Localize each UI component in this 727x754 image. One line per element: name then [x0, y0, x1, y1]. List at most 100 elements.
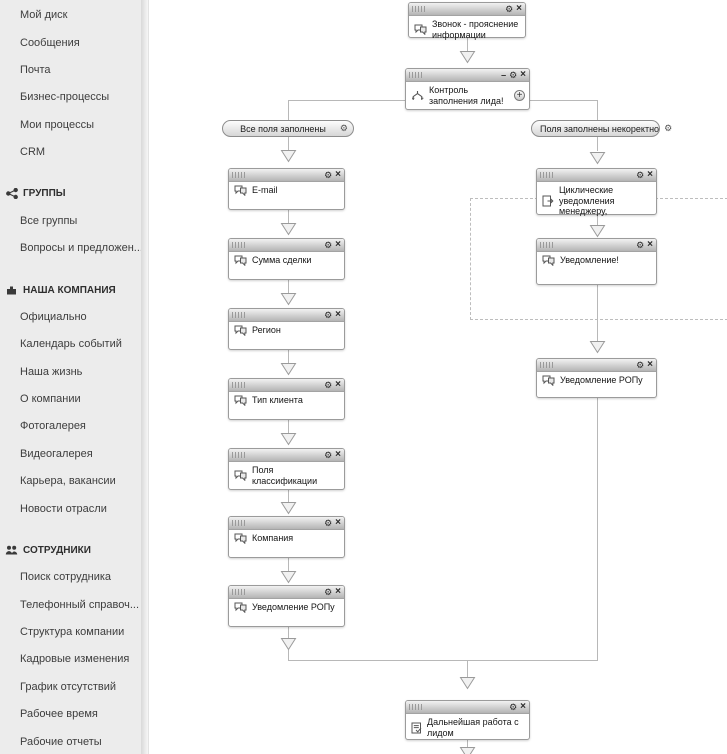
minimize-icon[interactable]: – — [501, 70, 507, 80]
drag-handle-icon[interactable] — [232, 382, 245, 388]
sidebar-item-mail[interactable]: Почта — [20, 63, 51, 76]
share-icon — [5, 188, 18, 200]
sidebar-item-about[interactable]: О компании — [20, 393, 81, 406]
close-icon[interactable]: × — [520, 69, 526, 80]
sidebar-item-work-reports[interactable]: Рабочие отчеты — [20, 735, 102, 748]
drag-handle-icon[interactable] — [232, 242, 245, 248]
close-icon[interactable]: × — [647, 359, 653, 370]
flow-node-company[interactable]: ⚙ × Компания — [228, 516, 345, 558]
sidebar-section-employees: СОТРУДНИКИ — [0, 537, 141, 564]
sidebar-item-all-groups[interactable]: Все группы — [20, 214, 78, 227]
arrow-down-icon — [280, 637, 297, 651]
employees-icon — [5, 545, 18, 555]
sidebar-item-my-disk[interactable]: Мой диск — [20, 9, 68, 22]
close-icon[interactable]: × — [335, 586, 341, 597]
settings-icon[interactable]: ⚙ — [509, 70, 518, 80]
branch-condition-right[interactable]: Поля заполнены некоректно ⚙ — [531, 120, 672, 137]
close-icon[interactable]: × — [335, 169, 341, 180]
close-icon[interactable]: × — [335, 239, 341, 250]
flow-node-classification-fields[interactable]: ⚙ × Поля классификации — [228, 448, 345, 490]
chat-icon — [234, 533, 247, 544]
sidebar-item-video-gallery[interactable]: Видеогалерея — [20, 447, 93, 460]
flow-node-email[interactable]: ⚙ × E-mail — [228, 168, 345, 210]
settings-icon[interactable]: ⚙ — [324, 240, 333, 250]
close-icon[interactable]: × — [335, 449, 341, 460]
settings-icon[interactable]: ⚙ — [324, 587, 333, 597]
arrow-down-icon — [280, 292, 297, 306]
sidebar-item-hr-changes[interactable]: Кадровые изменения — [20, 653, 130, 666]
flow-node-cyclic-notifications[interactable]: ⚙ × Циклические уведомления менеджеру, — [536, 168, 657, 216]
settings-icon[interactable]: ⚙ — [636, 360, 645, 370]
flow-node-region[interactable]: ⚙ × Регион — [228, 308, 345, 350]
branch-icon — [411, 90, 424, 101]
settings-icon[interactable]: ⚙ — [636, 170, 645, 180]
drag-handle-icon[interactable] — [232, 589, 245, 595]
close-icon[interactable]: × — [647, 169, 653, 180]
settings-icon[interactable]: ⚙ — [509, 702, 518, 712]
node-titlebar: ⚙ × — [537, 239, 656, 252]
chat-icon — [234, 255, 247, 266]
flow-node-client-type[interactable]: ⚙ × Тип клиента — [228, 378, 345, 420]
sidebar-item-events[interactable]: Календарь событий — [20, 338, 122, 351]
close-icon[interactable]: × — [647, 239, 653, 250]
connector-line — [597, 100, 598, 120]
settings-icon[interactable]: ⚙ — [324, 310, 333, 320]
sidebar-item-bizproc[interactable]: Бизнес-процессы — [20, 91, 110, 104]
close-icon[interactable]: × — [520, 701, 526, 712]
flow-node-notification[interactable]: ⚙ × Уведомление! — [536, 238, 657, 285]
sidebar-item-our-life[interactable]: Наша жизнь — [20, 365, 83, 378]
sidebar-item-official[interactable]: Официально — [20, 310, 87, 323]
sidebar-item-crm[interactable]: CRM — [20, 146, 46, 159]
drag-handle-icon[interactable] — [409, 704, 422, 710]
drag-handle-icon[interactable] — [412, 6, 425, 12]
settings-icon[interactable]: ⚙ — [324, 450, 333, 460]
expand-branch-button[interactable]: + — [514, 90, 525, 101]
sidebar-item-industry-news[interactable]: Новости отрасли — [20, 502, 107, 515]
settings-icon[interactable]: ⚙ — [339, 123, 348, 133]
flow-node-lead-control[interactable]: – ⚙ × Контроль заполнения лида! + — [405, 68, 530, 110]
sidebar-item-questions[interactable]: Вопросы и предложен... — [20, 242, 141, 255]
drag-handle-icon[interactable] — [540, 362, 553, 368]
flow-node-notify-rop-left[interactable]: ⚙ × Уведомление РОПу — [228, 585, 345, 627]
drag-handle-icon[interactable] — [232, 520, 245, 526]
flow-node-start-call[interactable]: ⚙ × Звонок - прояснение информации — [408, 2, 526, 40]
settings-icon[interactable]: ⚙ — [664, 123, 673, 133]
drag-handle-icon[interactable] — [409, 72, 422, 78]
settings-icon[interactable]: ⚙ — [505, 4, 514, 14]
drag-handle-icon[interactable] — [232, 312, 245, 318]
sidebar-item-my-processes[interactable]: Мои процессы — [20, 118, 94, 131]
flow-node-notify-rop-right[interactable]: ⚙ × Уведомление РОПу — [536, 358, 657, 398]
flow-node-further-work[interactable]: ⚙ × Дальнейшая работа с лидом — [405, 700, 530, 740]
sidebar-item-absence-chart[interactable]: График отсутствий — [20, 680, 117, 693]
close-icon[interactable]: × — [335, 379, 341, 390]
node-titlebar: ⚙ × — [229, 309, 344, 322]
connector-line — [288, 210, 289, 223]
sidebar-item-phone-directory[interactable]: Телефонный справоч... — [20, 598, 140, 611]
node-label: Тип клиента — [252, 395, 303, 406]
close-icon[interactable]: × — [516, 3, 522, 14]
drag-handle-icon[interactable] — [232, 172, 245, 178]
sidebar-item-photo-gallery[interactable]: Фотогалерея — [20, 420, 86, 433]
connector-line — [288, 650, 289, 661]
sidebar-scrollbar[interactable] — [141, 0, 149, 754]
drag-handle-icon[interactable] — [540, 242, 553, 248]
flow-node-deal-sum[interactable]: ⚙ × Сумма сделки — [228, 238, 345, 280]
drag-handle-icon[interactable] — [232, 452, 245, 458]
node-titlebar: ⚙ × — [229, 379, 344, 392]
sidebar-item-work-time[interactable]: Рабочее время — [20, 708, 98, 721]
sidebar: Мой диск Сообщения Почта Бизнес-процессы… — [0, 0, 141, 754]
node-label: Сумма сделки — [252, 255, 312, 266]
close-icon[interactable]: × — [335, 517, 341, 528]
settings-icon[interactable]: ⚙ — [636, 240, 645, 250]
branch-condition-left[interactable]: Все поля заполнены ⚙ — [222, 120, 354, 137]
drag-handle-icon[interactable] — [540, 172, 553, 178]
sidebar-item-careers[interactable]: Карьера, вакансии — [20, 475, 116, 488]
settings-icon[interactable]: ⚙ — [324, 170, 333, 180]
chat-icon — [234, 470, 247, 481]
settings-icon[interactable]: ⚙ — [324, 380, 333, 390]
sidebar-item-find-employee[interactable]: Поиск сотрудника — [20, 571, 112, 584]
sidebar-item-org-structure[interactable]: Структура компании — [20, 626, 125, 639]
sidebar-item-messages[interactable]: Сообщения — [20, 36, 80, 49]
close-icon[interactable]: × — [335, 309, 341, 320]
settings-icon[interactable]: ⚙ — [324, 518, 333, 528]
